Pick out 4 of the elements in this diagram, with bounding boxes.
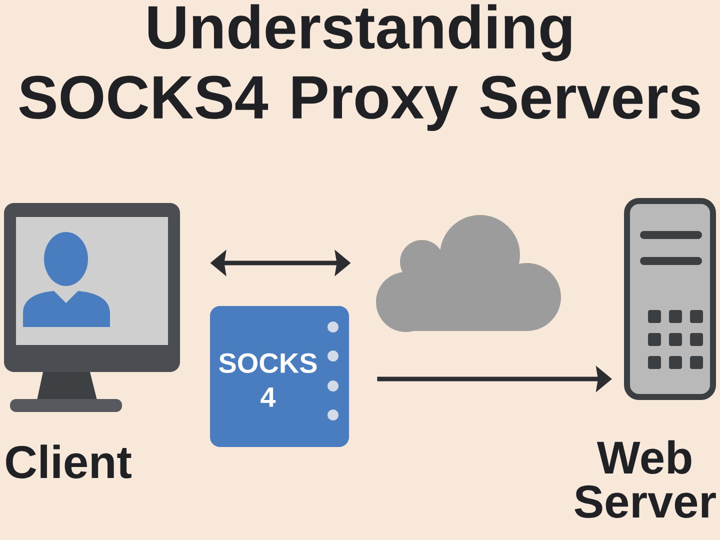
node-label: Client [6, 444, 132, 478]
node-label: Web Server [574, 440, 716, 518]
proxy-box: SOCKS 4 [210, 306, 349, 447]
title: Understanding SOCKS4 Proxy Servers [19, 4, 700, 132]
